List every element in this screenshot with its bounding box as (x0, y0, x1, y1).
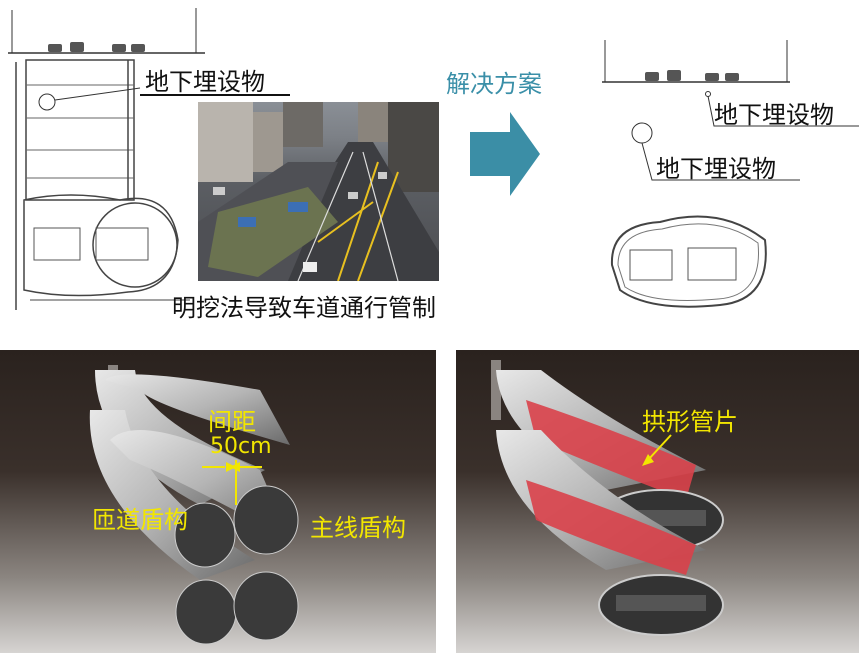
left-buried-object-label: 地下埋设物 (145, 68, 265, 96)
spacing-value: 50cm (210, 434, 272, 459)
shield-tunnel-section-drawing (602, 40, 859, 308)
solution-label: 解决方案 (446, 70, 542, 98)
tunnel-pipes-panel: 间距 50cm 匝道盾构 主线盾构 (0, 350, 436, 653)
cut-and-cover-section-drawing (8, 8, 205, 310)
left-label-underline (140, 94, 290, 96)
right-buried-object-label-lower: 地下埋设物 (656, 155, 776, 183)
photo-caption: 明挖法导致车道通行管制 (172, 294, 436, 322)
arch-segment-panel: 拱形管片 (456, 350, 859, 653)
street-excavation-photo (198, 102, 439, 281)
spacing-label: 间距 (208, 408, 256, 436)
arch-segment-label: 拱形管片 (642, 408, 738, 436)
right-buried-object-label-upper: 地下埋设物 (714, 101, 834, 129)
ramp-shield-label: 匝道盾构 (92, 506, 188, 534)
solution-arrow-icon (470, 112, 540, 196)
main-shield-label: 主线盾构 (310, 514, 406, 542)
